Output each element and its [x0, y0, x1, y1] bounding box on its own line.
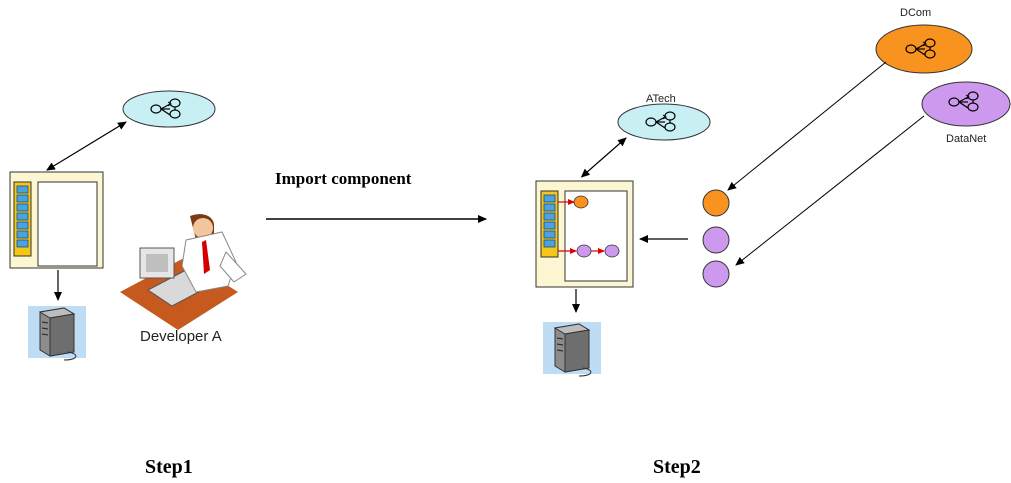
datanet-label: DataNet	[946, 133, 986, 145]
developer-icon	[120, 214, 247, 330]
dcom-import-arrow	[727, 61, 887, 191]
developer-label: Developer A	[140, 328, 222, 345]
network-node-step1	[122, 90, 216, 128]
application-window-step1	[9, 171, 104, 269]
server-icon	[27, 305, 87, 361]
component-dcom	[702, 189, 730, 217]
component-datanet-1	[702, 226, 730, 254]
application-window-step2	[535, 180, 634, 288]
connection-arrow-step2	[580, 137, 627, 178]
network-node-atech	[617, 103, 711, 141]
component-datanet-2	[702, 260, 730, 288]
atech-label: ATech	[646, 93, 676, 105]
import-component-label: Import component	[275, 169, 412, 188]
placed-component-dcom	[573, 195, 589, 209]
step1-label: Step1	[145, 456, 193, 478]
placed-component-datanet-1	[576, 244, 592, 258]
network-node-datanet	[921, 81, 1011, 127]
server-icon	[542, 321, 602, 377]
dcom-label: DCom	[900, 7, 931, 19]
network-node-dcom	[875, 24, 973, 74]
connection-arrow-step1	[46, 121, 127, 171]
placed-component-datanet-2	[604, 244, 620, 258]
datanet-import-arrow	[735, 115, 925, 266]
step2-label: Step2	[653, 456, 701, 478]
